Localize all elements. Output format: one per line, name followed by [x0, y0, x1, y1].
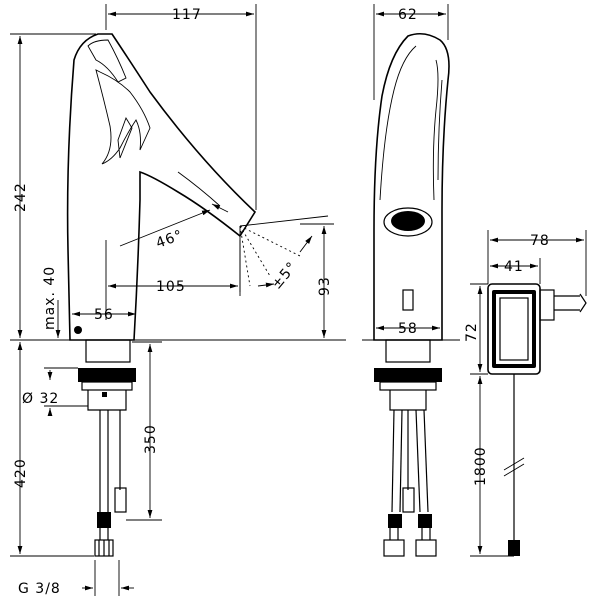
cable-break-icon — [503, 457, 525, 477]
label-adapter-height: 72 — [464, 322, 480, 342]
front-view-aerator — [383, 207, 433, 237]
side-view-clamp — [87, 390, 127, 411]
power-adapter — [487, 283, 587, 556]
power-adapter-face — [496, 294, 532, 364]
label-angle-tolerance: ±5° — [269, 259, 301, 293]
front-view-connector-thread — [383, 539, 405, 557]
power-adapter-prong-base — [539, 289, 555, 321]
label-base-diameter-front: 58 — [398, 321, 418, 337]
side-view-highlight — [87, 39, 127, 83]
front-view-hose — [415, 409, 421, 513]
front-view — [373, 32, 450, 557]
label-adapter-depth: 41 — [504, 259, 524, 275]
front-view-hose — [423, 409, 429, 513]
front-view-washer — [379, 381, 437, 391]
sensor-icon — [74, 326, 82, 334]
front-view-sensor — [402, 289, 414, 311]
front-view-nut — [374, 368, 442, 382]
label-spout-height: 93 — [317, 276, 333, 296]
label-cable-length: 1800 — [473, 446, 489, 486]
label-adapter-width: 78 — [530, 233, 550, 249]
side-view-highlight — [177, 171, 221, 207]
side-view-faucet-body — [66, 33, 257, 341]
label-max-height: max. 40 — [42, 266, 58, 330]
side-view-highlight — [117, 116, 133, 159]
power-adapter-cable-plug — [508, 540, 520, 556]
label-hose-length: 420 — [13, 458, 29, 488]
plug-icon — [554, 293, 587, 313]
front-view-connector-thread — [389, 528, 431, 540]
front-view-highlight — [432, 59, 439, 201]
front-view-highlight — [379, 45, 417, 201]
front-view-clamp — [389, 390, 427, 411]
front-view-cable-plug — [402, 487, 415, 513]
side-view — [66, 33, 257, 557]
front-view-aerator — [391, 211, 425, 231]
label-spout-length: 117 — [172, 7, 202, 23]
side-view-connector-thread — [98, 528, 110, 556]
side-view-base-ring — [85, 339, 131, 363]
label-total-height: 242 — [13, 182, 29, 212]
front-view-base-ring — [385, 339, 431, 363]
label-projection: 105 — [156, 279, 186, 295]
front-view-connector — [388, 514, 402, 528]
side-view-clamp-window — [102, 392, 107, 397]
front-view-highlight — [437, 79, 443, 181]
side-view-cable-plug — [114, 487, 127, 513]
label-shank-length: 350 — [143, 424, 159, 454]
front-view-connector-thread — [415, 539, 437, 557]
power-adapter-face — [499, 297, 529, 361]
side-view-nut — [78, 368, 136, 382]
front-view-hose — [391, 409, 395, 513]
front-view-connector — [418, 514, 432, 528]
dimension-lines — [10, 4, 587, 596]
label-base-diameter-side: 56 — [94, 307, 114, 323]
front-view-faucet-body — [373, 32, 450, 341]
side-view-connector — [97, 512, 111, 528]
label-front-width: 62 — [398, 7, 418, 23]
label-shank-diameter: Ø 32 — [22, 391, 59, 407]
front-view-hose — [399, 409, 403, 513]
side-view-highlight — [95, 69, 151, 165]
side-view-washer — [81, 381, 133, 391]
label-connection-thread: G 3/8 — [18, 581, 61, 597]
